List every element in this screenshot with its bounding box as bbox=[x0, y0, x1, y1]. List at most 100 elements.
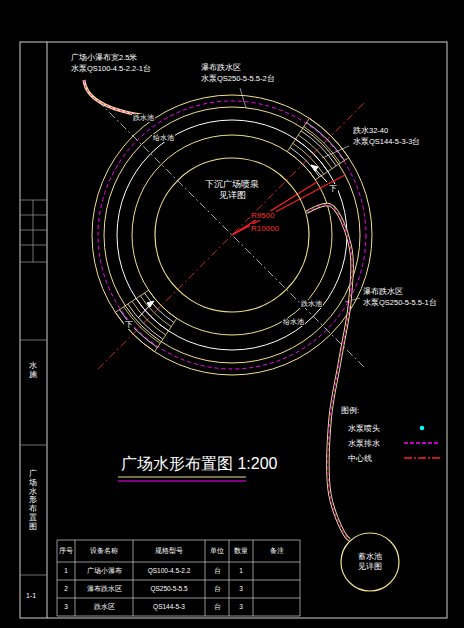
rings bbox=[92, 95, 372, 375]
circle-shape bbox=[341, 533, 399, 591]
step-line bbox=[290, 147, 320, 177]
table-rule bbox=[57, 598, 300, 599]
step-line bbox=[136, 299, 168, 331]
legend-text: 水泵喷头 bbox=[348, 424, 380, 433]
radius-dim: R9500 bbox=[250, 211, 276, 220]
table-cell: 3 bbox=[63, 603, 69, 610]
table-rule bbox=[57, 616, 300, 617]
table-cell: QS100-4.5-2.2 bbox=[147, 567, 192, 574]
step-line bbox=[124, 307, 161, 344]
table-rule bbox=[300, 540, 301, 616]
legend-swatch bbox=[402, 439, 442, 447]
note: 水泵QS100-4.5-2.2-1台 bbox=[70, 65, 152, 74]
legend-title: 图例: bbox=[340, 406, 360, 415]
strip-cells bbox=[20, 200, 47, 575]
note: 广场小瀑布宽2.5米 bbox=[70, 54, 138, 63]
pool-name: 给水池 bbox=[152, 134, 175, 142]
note: 水泵QS250-5-5.5-1台 bbox=[362, 299, 438, 308]
table-rule bbox=[57, 580, 300, 581]
node-text: 见详图 bbox=[219, 190, 246, 201]
step-line bbox=[144, 293, 174, 323]
drawing-title: 广场水形布置图 1:200 bbox=[120, 455, 278, 473]
table-cell: 数量 bbox=[233, 547, 249, 554]
note: 水泵QS250-5-5.5-2台 bbox=[200, 75, 276, 84]
title-underline bbox=[118, 481, 246, 482]
node-text: 见详图 bbox=[358, 562, 382, 572]
table-cell: 1 bbox=[63, 567, 69, 574]
table-rule bbox=[57, 562, 300, 563]
note: 水泵QS144-5-3-3台 bbox=[352, 138, 421, 147]
title-underline bbox=[118, 476, 246, 477]
down-arrows bbox=[138, 165, 327, 318]
table-cell: 单位 bbox=[209, 547, 225, 554]
frame bbox=[20, 42, 447, 618]
table-rule bbox=[57, 540, 300, 541]
table-cell: 3 bbox=[238, 603, 244, 610]
radius-dim: R10000 bbox=[250, 224, 280, 233]
step-edge bbox=[315, 158, 348, 180]
step-blocks bbox=[115, 118, 348, 351]
table-grid bbox=[57, 540, 300, 616]
table-cell: 1 bbox=[238, 567, 244, 574]
strip-text: 广场水形布置图 bbox=[28, 470, 38, 532]
pipe-core bbox=[307, 204, 353, 539]
node-text: 蓄水池 bbox=[358, 552, 382, 562]
legend-text: 中心线 bbox=[348, 454, 372, 463]
waterfall-pipe bbox=[84, 80, 155, 117]
table-cell: 台 bbox=[213, 585, 222, 592]
table-cell: QS144-5-3 bbox=[152, 603, 186, 610]
pool-name: 给水池 bbox=[282, 318, 305, 326]
center-line bbox=[98, 101, 366, 369]
step-line bbox=[119, 310, 157, 348]
circle-shape bbox=[155, 158, 309, 312]
drain-ring bbox=[98, 101, 366, 369]
step-line bbox=[293, 143, 324, 174]
table-cell: 台 bbox=[213, 567, 222, 574]
step-edge bbox=[287, 118, 309, 151]
strip-line bbox=[47, 42, 48, 618]
step-line bbox=[307, 122, 345, 160]
table-cell: 跌水区 bbox=[93, 603, 116, 610]
table-cell: 瀑布跌水区 bbox=[86, 585, 123, 592]
table-cell: 序号 bbox=[58, 547, 74, 554]
center-line bbox=[98, 101, 366, 369]
waterfall-pipe bbox=[84, 80, 155, 117]
table-rule bbox=[253, 540, 254, 616]
note: 瀑布跌水区 bbox=[362, 288, 404, 297]
table-cell: 备注 bbox=[269, 547, 285, 554]
fountain-circle: 下沉广场喷泉见详图 bbox=[154, 157, 310, 313]
pool-name: 跌水池 bbox=[300, 300, 323, 308]
pipe-dash bbox=[307, 204, 353, 539]
pipe-group bbox=[307, 204, 353, 539]
table-rule bbox=[133, 540, 134, 616]
step-line bbox=[296, 139, 328, 171]
table-cell: 3 bbox=[238, 585, 244, 592]
direction-mark: 下 bbox=[124, 320, 134, 329]
legend-swatch bbox=[402, 454, 442, 462]
direction-mark: 下 bbox=[328, 184, 338, 193]
step-line bbox=[115, 312, 154, 351]
strip-text: 水施 bbox=[28, 362, 38, 380]
legend-row: 水泵喷头 bbox=[348, 423, 380, 434]
step-line bbox=[132, 301, 166, 335]
table-rule bbox=[229, 540, 230, 616]
ring bbox=[92, 95, 372, 375]
legend-row: 中心线 bbox=[348, 453, 372, 464]
table-rule bbox=[75, 540, 76, 616]
table-cell: QS250-5-5.5 bbox=[149, 585, 188, 592]
sheet-number: 1-1 bbox=[25, 592, 37, 600]
table-cell: 台 bbox=[213, 603, 222, 610]
table-cell: 设备名称 bbox=[89, 547, 119, 554]
table-cell: 2 bbox=[63, 585, 69, 592]
table-cell: 规格型号 bbox=[154, 547, 184, 554]
step-line bbox=[309, 118, 348, 157]
legend-swatch bbox=[402, 424, 442, 432]
table-cell: 广场小瀑布 bbox=[86, 567, 123, 574]
reservoir-circle: 蓄水池见详图 bbox=[340, 532, 400, 592]
step-line bbox=[298, 135, 332, 169]
note: 瀑布跌水区 bbox=[200, 64, 242, 73]
step-edge bbox=[155, 318, 177, 351]
note: 跌水32-40 bbox=[352, 127, 389, 136]
